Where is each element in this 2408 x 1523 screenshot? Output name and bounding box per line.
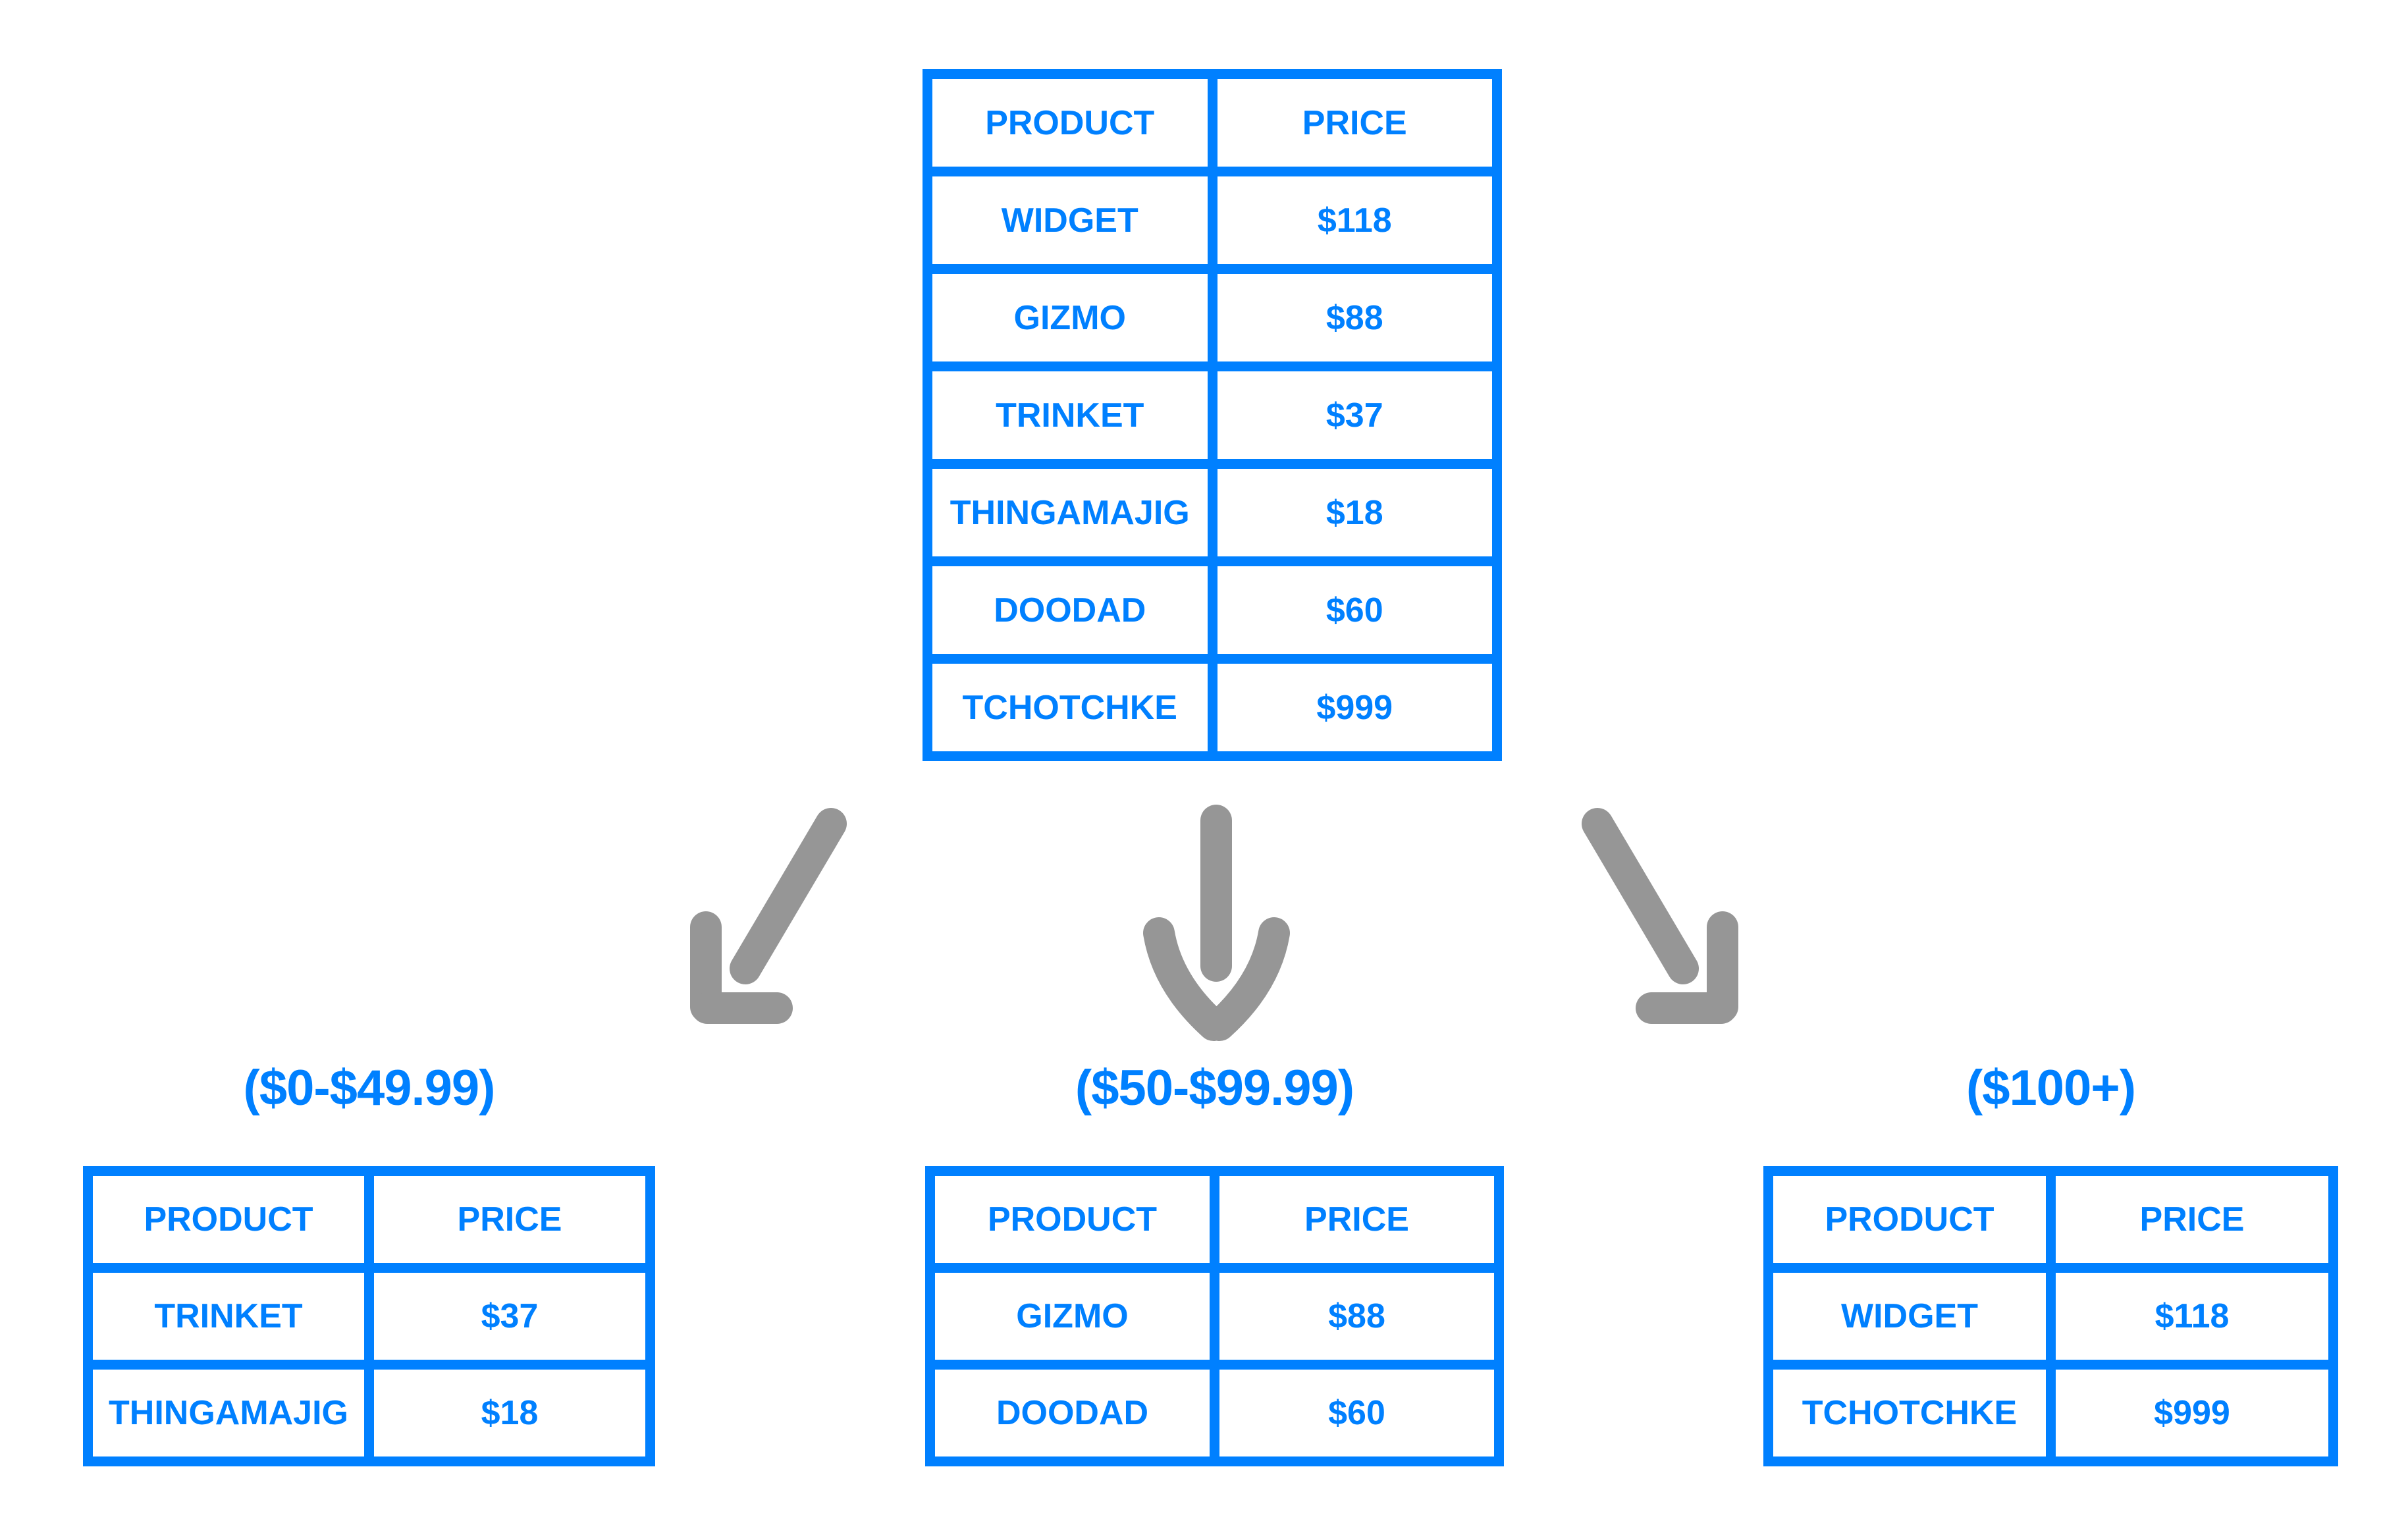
price-cell: $18 [364, 1360, 655, 1466]
down-arrow [1143, 805, 1290, 1041]
table-header-row: PRODUCT PRICE [923, 69, 1502, 176]
price-cell: $999 [2046, 1360, 2338, 1466]
price-range-label-low: ($0-$49.99) [243, 1060, 496, 1116]
price-cell: $118 [1207, 167, 1502, 274]
product-cell: GIZMO [925, 1263, 1219, 1370]
product-cell: TCHOTCHKE [1763, 1360, 2056, 1466]
mid-price-table: PRODUCT PRICE GIZMO $88 DOODAD $60 [925, 1166, 1504, 1466]
table-row: TRINKET $37 [83, 1263, 655, 1370]
down-left-arrow [690, 808, 847, 1024]
column-header-product: PRODUCT [925, 1166, 1219, 1273]
table-row: WIDGET $118 [1763, 1263, 2338, 1370]
table-row: THINGAMAJIG $18 [923, 459, 1502, 566]
table-row: TRINKET $37 [923, 361, 1502, 469]
price-cell: $37 [364, 1263, 655, 1370]
price-cell: $37 [1207, 361, 1502, 469]
product-cell: TRINKET [923, 361, 1217, 469]
low-price-table: PRODUCT PRICE TRINKET $37 THINGAMAJIG $1… [83, 1166, 655, 1466]
column-header-price: PRICE [1210, 1166, 1504, 1273]
price-cell: $60 [1210, 1360, 1504, 1466]
table-row: TCHOTCHKE $999 [923, 654, 1502, 761]
table-row: DOODAD $60 [923, 556, 1502, 664]
column-header-price: PRICE [1207, 69, 1502, 176]
table-row: WIDGET $118 [923, 167, 1502, 274]
table-row: THINGAMAJIG $18 [83, 1360, 655, 1466]
table-row: GIZMO $88 [925, 1263, 1504, 1370]
column-header-product: PRODUCT [923, 69, 1217, 176]
price-range-label-high: ($100+) [1966, 1060, 2136, 1116]
product-cell: THINGAMAJIG [83, 1360, 374, 1466]
product-cell: DOODAD [923, 556, 1217, 664]
product-cell: TRINKET [83, 1263, 374, 1370]
table-header-row: PRODUCT PRICE [925, 1166, 1504, 1273]
table-header-row: PRODUCT PRICE [83, 1166, 655, 1273]
product-cell: TCHOTCHKE [923, 654, 1217, 761]
price-range-label-mid: ($50-$99.99) [1075, 1060, 1354, 1116]
column-header-price: PRICE [364, 1166, 655, 1273]
price-cell: $18 [1207, 459, 1502, 566]
product-cell: WIDGET [923, 167, 1217, 274]
source-price-table: PRODUCT PRICE WIDGET $118 GIZMO $88 TRIN… [923, 69, 1502, 761]
table-row: TCHOTCHKE $999 [1763, 1360, 2338, 1466]
price-cell: $999 [1207, 654, 1502, 761]
down-right-arrow [1582, 808, 1738, 1024]
table-header-row: PRODUCT PRICE [1763, 1166, 2338, 1273]
column-header-product: PRODUCT [1763, 1166, 2056, 1273]
product-cell: THINGAMAJIG [923, 459, 1217, 566]
price-cell: $88 [1210, 1263, 1504, 1370]
high-price-table: PRODUCT PRICE WIDGET $118 TCHOTCHKE $999 [1763, 1166, 2338, 1466]
product-cell: GIZMO [923, 264, 1217, 371]
price-cell: $118 [2046, 1263, 2338, 1370]
price-cell: $60 [1207, 556, 1502, 664]
table-row: DOODAD $60 [925, 1360, 1504, 1466]
table-row: GIZMO $88 [923, 264, 1502, 371]
product-cell: DOODAD [925, 1360, 1219, 1466]
column-header-price: PRICE [2046, 1166, 2338, 1273]
product-cell: WIDGET [1763, 1263, 2056, 1370]
price-cell: $88 [1207, 264, 1502, 371]
column-header-product: PRODUCT [83, 1166, 374, 1273]
